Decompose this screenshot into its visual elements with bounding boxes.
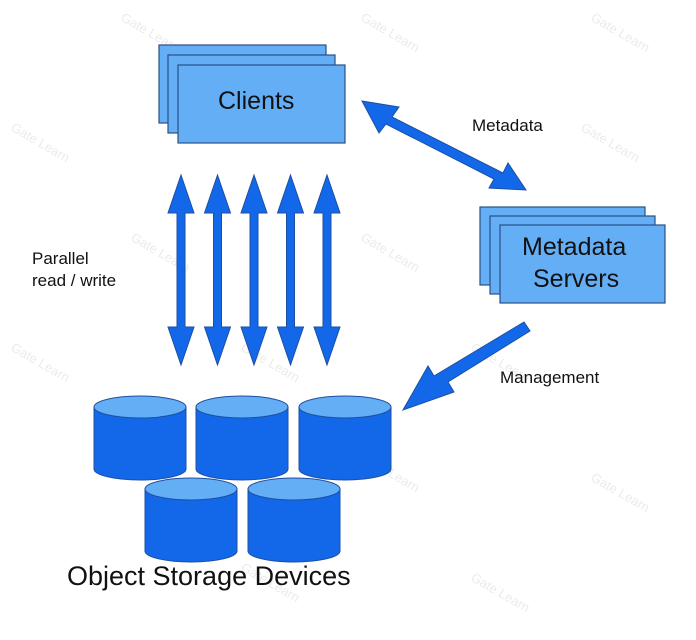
cylinder-body [298,406,392,481]
management-edge-label: Management [500,368,600,387]
clients-label: Clients [218,87,295,115]
storage-device-cylinder [247,477,341,563]
metadata-servers-label-line2: Servers [533,265,620,293]
storage-device-cylinder [93,395,187,481]
management-arrow [401,321,531,411]
parallel-label-line2: read / write [32,271,117,290]
storage-device-cylinder [144,477,238,563]
svg-text:Gate Learn: Gate Learn [9,120,73,166]
cylinder-body [144,488,238,563]
parallel-io-arrow [240,173,268,367]
svg-text:Gate Learn: Gate Learn [589,10,653,56]
metadata-box-front [499,224,666,304]
object-storage-caption: Object Storage Devices [67,561,351,591]
cylinder-top [144,477,238,501]
cylinder-top [195,395,289,419]
storage-device-cylinder [195,395,289,481]
metadata-arrow [361,100,527,191]
cylinder-body [93,406,187,481]
svg-text:Gate Learn: Gate Learn [359,10,423,56]
metadata-edge-label: Metadata [472,116,543,135]
cylinder-top [298,395,392,419]
svg-text:Gate Learn: Gate Learn [589,470,653,516]
parallel-io-arrow [167,173,195,367]
cylinder-top [247,477,341,501]
metadata-servers-label-line1: Metadata [522,233,627,261]
parallel-io-arrow [203,173,232,367]
svg-text:Gate Learn: Gate Learn [9,340,73,386]
clients-node [158,44,346,144]
svg-text:Gate Learn: Gate Learn [579,120,643,166]
storage-device-cylinder [298,395,392,481]
clients-box-front [177,64,346,144]
svg-text:Gate Learn: Gate Learn [469,570,533,616]
parallel-io-arrow [276,173,305,367]
parallel-io-arrow [313,173,341,367]
cylinder-top [93,395,187,419]
object-storage-devices [93,395,392,563]
parallel-label-line1: Parallel [32,249,89,268]
svg-text:Gate Learn: Gate Learn [359,230,423,276]
parallel-io-arrows [167,173,341,367]
cylinder-body [247,488,341,563]
cylinder-body [195,406,289,481]
metadata-servers-node [479,206,666,304]
